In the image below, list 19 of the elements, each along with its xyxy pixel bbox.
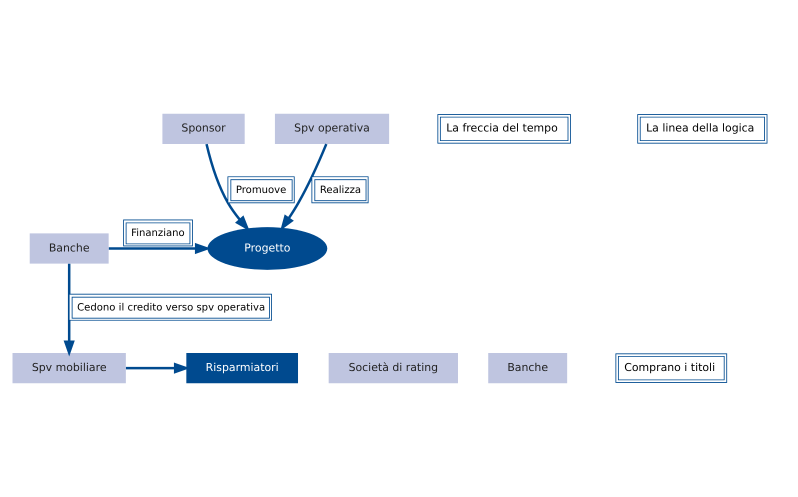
- edge-label: Cedono il credito verso spv operativa: [77, 302, 266, 314]
- label: La freccia del tempo: [446, 122, 558, 135]
- arrow: [64, 264, 75, 357]
- edge-label: Finanziano: [131, 228, 185, 239]
- node-box: Banche: [488, 353, 568, 384]
- edge-label: Realizza: [320, 184, 362, 196]
- arrow: [108, 242, 211, 254]
- label: Comprano i titoli: [624, 360, 716, 374]
- node-box: Banche: [30, 233, 109, 264]
- node-box: Spv operativa: [274, 114, 390, 144]
- node-ellipse: Progetto: [207, 227, 328, 270]
- node-box: Società di rating: [328, 353, 458, 384]
- arrow: [280, 144, 328, 231]
- arrow: [205, 144, 250, 232]
- node-box: Spv mobiliare: [12, 353, 126, 384]
- label: La linea della logica: [646, 122, 754, 135]
- node-box: Sponsor: [162, 114, 245, 144]
- edge-label: Promuove: [236, 184, 286, 196]
- node-box: Risparmiatori: [186, 353, 298, 384]
